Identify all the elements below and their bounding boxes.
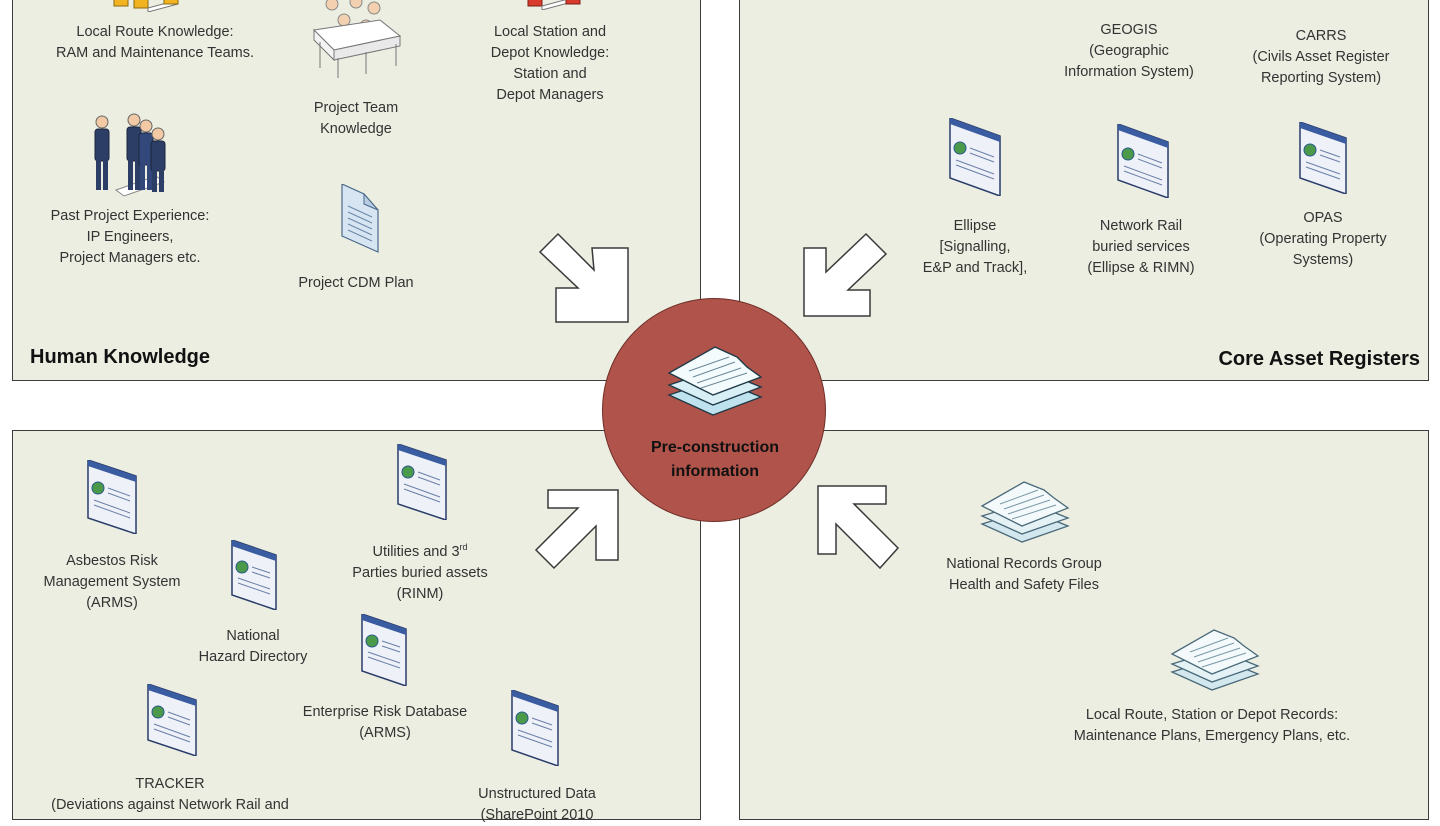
document-stack-icon [980,481,1070,543]
item-tracker: TRACKER (Deviations against Network Rail… [51,776,289,813]
item-network-rail-buried-services: Network Rail buried services (Ellipse & … [1087,218,1195,276]
item-geogis: GEOGIS (Geographic Information System) [1064,22,1194,80]
web-page-icon [1299,122,1347,194]
meeting-icon [312,0,402,78]
panel-title-core-asset-registers: Core Asset Registers [1218,348,1420,370]
panel-title-human-knowledge: Human Knowledge [30,346,211,368]
item-arms: Asbestos Risk Management System (ARMS) [43,553,181,611]
item-unstructured-data: Unstructured Data (SharePoint 2010 [478,786,596,823]
item-local-route-station-depot-records: Local Route, Station or Depot Records: M… [1073,707,1351,744]
web-page-icon [361,614,407,686]
web-page-icon [87,460,137,534]
web-page-icon [1117,124,1169,198]
item-national-hazard-directory: National Hazard Directory [198,628,308,665]
people-icon [113,0,179,12]
item-past-project-experience: Past Project Experience: IP Engineers, P… [50,208,210,266]
item-local-station-depot-knowledge: Local Station and Depot Knowledge: Stati… [490,24,610,103]
item-carrs: CARRS (Civils Asset Register Reporting S… [1252,28,1390,86]
item-enterprise-risk-database: Enterprise Risk Database (ARMS) [302,704,468,741]
center-label: Pre-construction information [650,439,779,480]
utilities-label-line1: Utilities and 3 [372,543,460,560]
document-stack-icon [667,346,763,416]
document-icon [341,184,379,253]
arrow-down-left-icon [803,232,888,317]
web-page-icon [231,540,277,610]
item-ellipse: Ellipse [Signalling, E&P and Track], [922,218,1028,276]
item-project-team-knowledge: Project Team Knowledge [313,100,399,137]
web-page-icon [949,118,1001,196]
people-icon [94,113,166,197]
item-project-cdm-plan: Project CDM Plan [298,275,414,291]
web-page-icon [511,690,559,766]
people-icon [527,0,581,10]
web-page-icon [147,684,197,756]
web-page-icon [397,444,447,520]
panel-core-asset-registers [739,0,1429,381]
item-local-route-knowledge: Local Route Knowledge: RAM and Maintenan… [55,24,254,61]
arrow-down-right-icon [538,232,629,323]
arrow-up-left-icon [817,485,900,570]
center-hub: Pre-construction information [602,298,826,522]
utilities-superscript: rd [459,542,468,552]
item-national-records-group: National Records Group Health and Safety… [946,556,1102,593]
arrow-up-right-icon [534,489,619,570]
document-stack-icon [1170,629,1260,691]
utilities-label-line2: Parties buried assets (RINM) [352,564,488,602]
item-opas: OPAS (Operating Property Systems) [1259,210,1387,268]
